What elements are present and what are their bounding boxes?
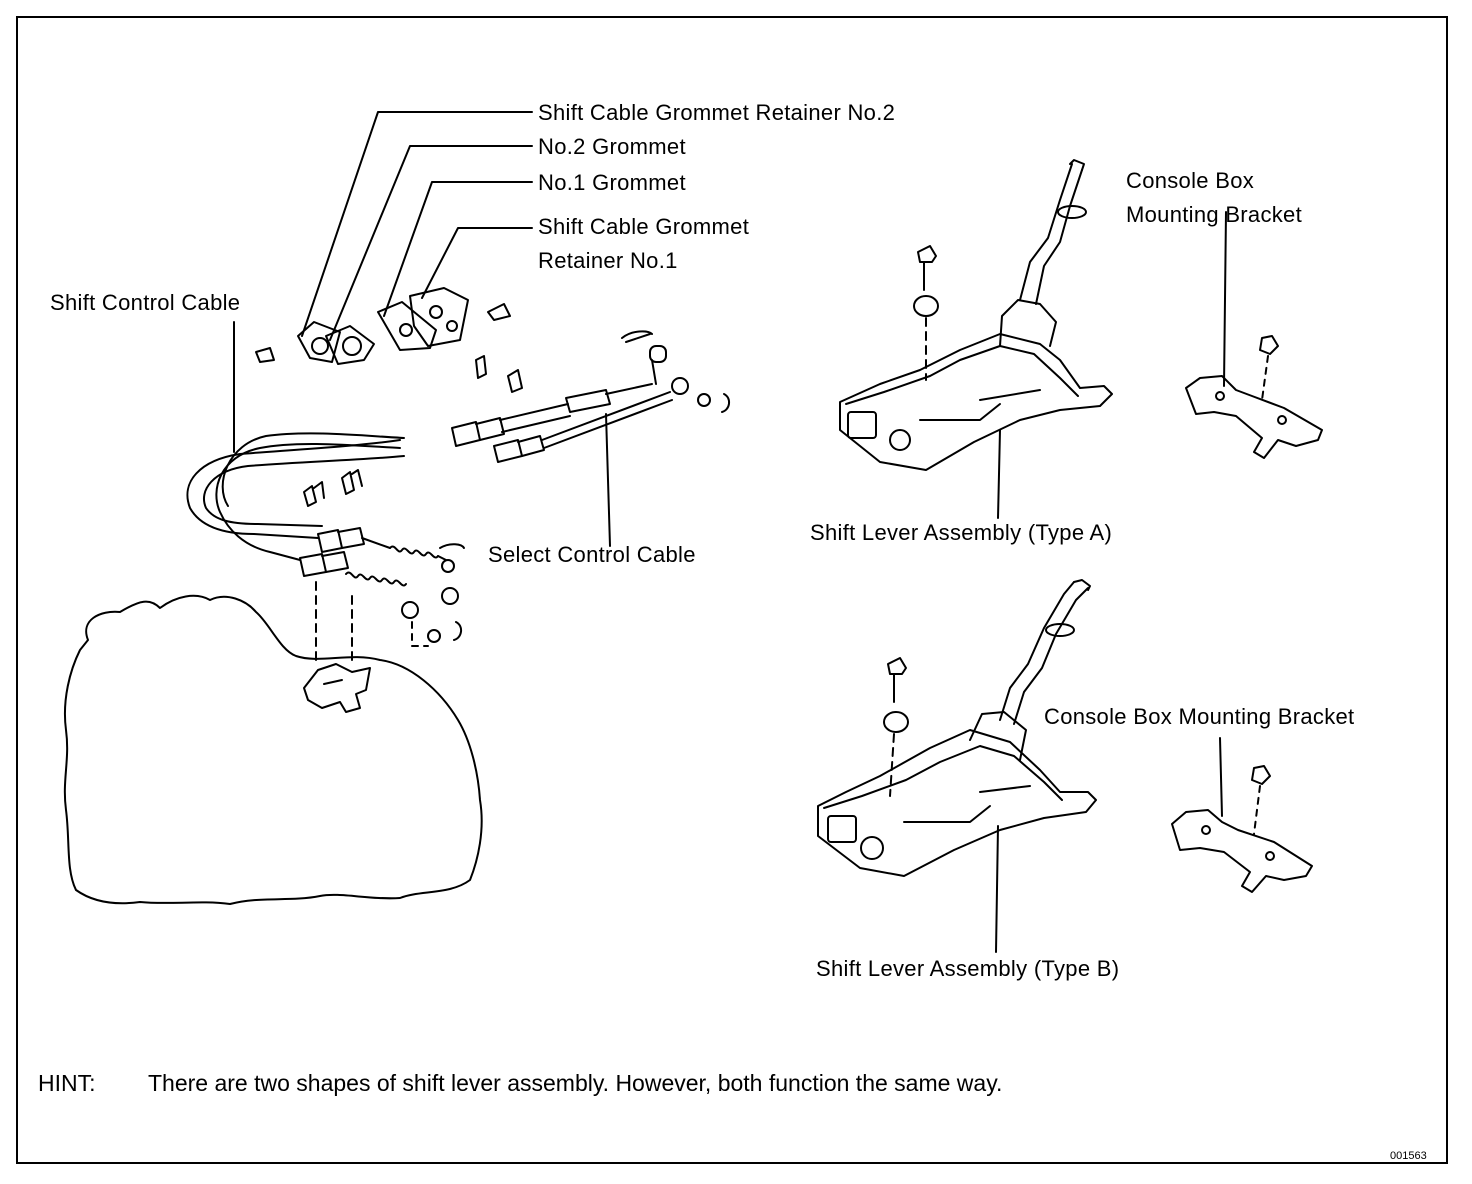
label-select-control-cable: Select Control Cable bbox=[488, 542, 696, 567]
transmission-shift-bracket bbox=[303, 663, 371, 713]
no2-grommet bbox=[325, 325, 375, 365]
console-bracket-type-b bbox=[1171, 737, 1313, 893]
shift-control-cable bbox=[186, 439, 401, 539]
label-shift-lever-type-a: Shift Lever Assembly (Type A) bbox=[810, 520, 1113, 545]
label-console-bracket-a-line1: Console Box bbox=[1126, 168, 1255, 193]
label-shift-lever-type-b: Shift Lever Assembly (Type B) bbox=[816, 956, 1120, 981]
lower-cable-fitting-1 bbox=[317, 529, 343, 553]
grommet-retainer-no2 bbox=[297, 321, 341, 363]
leader-retainer2 bbox=[301, 111, 533, 337]
diagram-frame bbox=[16, 16, 1448, 1164]
shift-lever-assembly-type-b bbox=[817, 579, 1097, 877]
label-console-bracket-b: Console Box Mounting Bracket bbox=[1044, 704, 1355, 729]
leader-retainer1 bbox=[421, 227, 533, 299]
upper-cable-fitting-1 bbox=[451, 421, 481, 447]
leader-grommet1 bbox=[383, 181, 533, 317]
shift-lever-assembly-type-a bbox=[839, 159, 1113, 471]
leader-select-cable bbox=[605, 413, 611, 547]
label-shift-control-cable: Shift Control Cable bbox=[50, 290, 241, 315]
leader-lever-b bbox=[995, 825, 999, 953]
grommet-retainer-no1 bbox=[409, 287, 469, 347]
hint-note: HINT: There are two shapes of shift lever… bbox=[38, 1070, 1002, 1097]
label-no2-grommet: No.2 Grommet bbox=[538, 134, 686, 159]
leader-grommet2 bbox=[329, 145, 533, 341]
label-grommet-retainer-no2: Shift Cable Grommet Retainer No.2 bbox=[538, 100, 896, 125]
label-grommet-retainer-no1-line2: Retainer No.1 bbox=[538, 248, 678, 273]
upper-cable-fitting-2 bbox=[493, 439, 523, 463]
figure-number: 001563 bbox=[1390, 1150, 1427, 1162]
lower-cable-fitting-2 bbox=[299, 553, 327, 577]
hint-text: There are two shapes of shift lever asse… bbox=[148, 1070, 1003, 1096]
label-console-bracket-a-line2: Mounting Bracket bbox=[1126, 202, 1302, 227]
label-grommet-retainer-no1-line1: Shift Cable Grommet bbox=[538, 214, 750, 239]
console-bracket-type-a bbox=[1185, 211, 1323, 459]
leader-lever-a bbox=[997, 429, 1001, 519]
no1-grommet bbox=[377, 301, 437, 351]
transmission-outline bbox=[63, 594, 483, 905]
hint-tag: HINT: bbox=[38, 1070, 96, 1096]
label-no1-grommet: No.1 Grommet bbox=[538, 170, 686, 195]
